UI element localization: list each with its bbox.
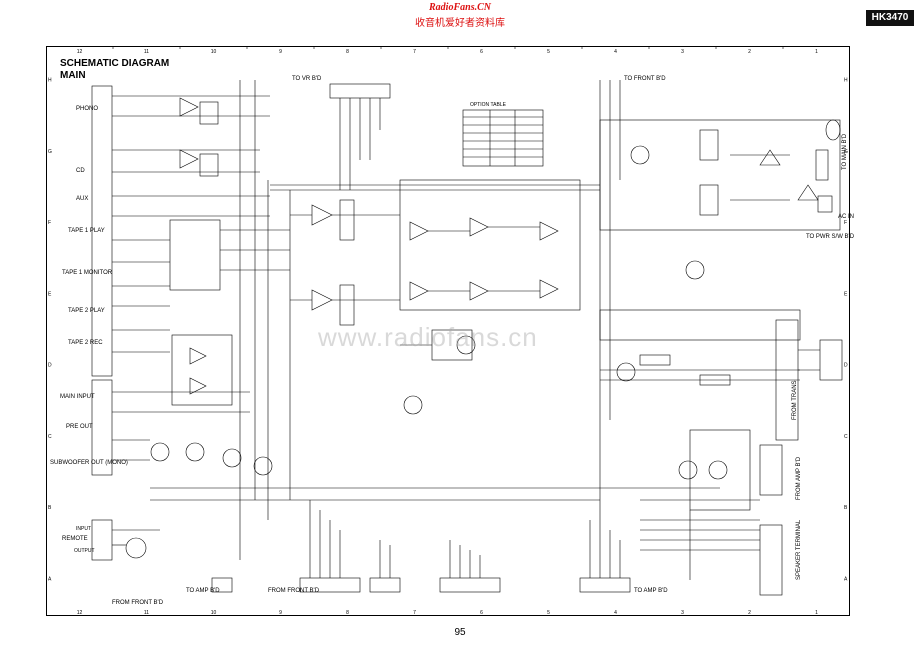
remote-output-label: OUTPUT	[74, 548, 95, 554]
grid-row-label-A: A	[48, 576, 52, 582]
site-name-chinese: 收音机爱好者资料库	[415, 18, 505, 29]
grid-col-label-12: 12	[77, 610, 83, 616]
grid-col-label-6: 6	[480, 610, 483, 616]
input-label-tape2-rec: TAPE 2 REC	[68, 340, 103, 346]
input-label-pre-out: PRE OUT	[66, 424, 93, 430]
label-ac-in: AC IN	[838, 214, 854, 220]
grid-col-label-9: 9	[279, 49, 282, 55]
grid-col-label-5: 5	[547, 610, 550, 616]
grid-row-label-F: F	[844, 220, 847, 226]
schematic-title: SCHEMATIC DIAGRAM MAIN	[60, 58, 169, 82]
page-number: 95	[454, 627, 466, 638]
grid-col-label-3: 3	[681, 610, 684, 616]
grid-col-label-3: 3	[681, 49, 684, 55]
input-label-tape1-monitor: TAPE 1 MONITOR	[62, 270, 113, 276]
grid-row-label-D: D	[844, 363, 848, 369]
grid-col-label-2: 2	[748, 49, 751, 55]
input-label-subwoofer-out: SUBWOOFER OUT (MONO)	[50, 460, 128, 466]
site-name: RadioFans.CN	[429, 2, 491, 13]
grid-row-label-G: G	[48, 149, 52, 155]
input-labels: PHONO CD AUX TAPE 1 PLAY TAPE 1 MONITOR …	[50, 106, 128, 554]
grid-col-label-2: 2	[748, 610, 751, 616]
grid-col-label-7: 7	[413, 49, 416, 55]
input-label-tape2-play: TAPE 2 PLAY	[68, 308, 105, 314]
label-from-front-bottom-left: FROM FRONT B'D	[112, 600, 164, 606]
grid-row-label-C: C	[48, 434, 52, 440]
grid-row-label-B: B	[844, 505, 848, 511]
wiring	[91, 80, 843, 596]
remote-input-label: INPUT	[76, 526, 91, 532]
input-label-tape1-play: TAPE 1 PLAY	[68, 228, 105, 234]
connector-labels: TO VR B'D TO FRONT B'D OPTION TABLE TO P…	[112, 76, 855, 606]
grid-row-label-H: H	[48, 78, 52, 84]
input-label-cd: CD	[76, 168, 85, 174]
grid-col-label-12: 12	[77, 49, 83, 55]
label-from-trans: FROM TRANS	[792, 380, 798, 420]
grid-row-label-D: D	[48, 363, 52, 369]
grid-col-label-11: 11	[144, 49, 149, 55]
input-label-phono: PHONO	[76, 106, 98, 112]
grid-col-label-11: 11	[144, 610, 149, 616]
label-to-amp-bottom: TO AMP B'D	[634, 588, 668, 594]
grid-col-label-8: 8	[346, 610, 349, 616]
grid-row-label-E: E	[844, 291, 848, 297]
label-to-amp-bottom-left: TO AMP B'D	[186, 588, 220, 594]
title-line-1: SCHEMATIC DIAGRAM	[60, 58, 170, 69]
label-to-front-top: TO FRONT B'D	[624, 76, 666, 82]
grid-row-label-B: B	[48, 505, 52, 511]
grid-row-label-A: A	[844, 576, 848, 582]
input-label-aux: AUX	[76, 196, 88, 202]
input-label-remote: REMOTE	[62, 536, 88, 542]
input-label-main-input: MAIN INPUT	[60, 394, 95, 400]
grid-row-labels: H H G G F F E E D D C C B B A A	[48, 78, 848, 583]
grid-col-label-1: 1	[815, 610, 818, 616]
label-to-main: TO MAIN B'D	[842, 133, 848, 170]
grid-col-label-8: 8	[346, 49, 349, 55]
grid-col-label-7: 7	[413, 610, 416, 616]
label-to-pwr-sw: TO PWR S/W B'D	[806, 234, 855, 240]
grid-col-label-10: 10	[211, 610, 217, 616]
label-speaker-terminal: SPEAKER TERMINAL	[796, 519, 802, 580]
grid-col-label-5: 5	[547, 49, 550, 55]
label-from-amp: FROM AMP B'D	[796, 456, 802, 500]
title-line-2: MAIN	[60, 70, 86, 81]
label-to-vr: TO VR B'D	[292, 76, 322, 82]
grid-row-label-C: C	[844, 434, 848, 440]
model-badge: HK3470	[866, 10, 914, 26]
grid-col-label-4: 4	[614, 49, 617, 55]
grid-row-label-H: H	[844, 78, 848, 84]
grid-row-label-G: G	[844, 149, 848, 155]
grid-col-label-1: 1	[815, 49, 818, 55]
grid-col-label-9: 9	[279, 610, 282, 616]
grid-col-label-10: 10	[211, 49, 217, 55]
label-from-front-bottom: FROM FRONT B'D	[268, 588, 320, 594]
grid-row-label-E: E	[48, 291, 52, 297]
grid-col-label-6: 6	[480, 49, 483, 55]
grid-col-label-4: 4	[614, 610, 617, 616]
label-option-table: OPTION TABLE	[470, 102, 507, 108]
grid-row-label-F: F	[48, 220, 51, 226]
watermark: www.radiofans.cn	[318, 322, 538, 352]
